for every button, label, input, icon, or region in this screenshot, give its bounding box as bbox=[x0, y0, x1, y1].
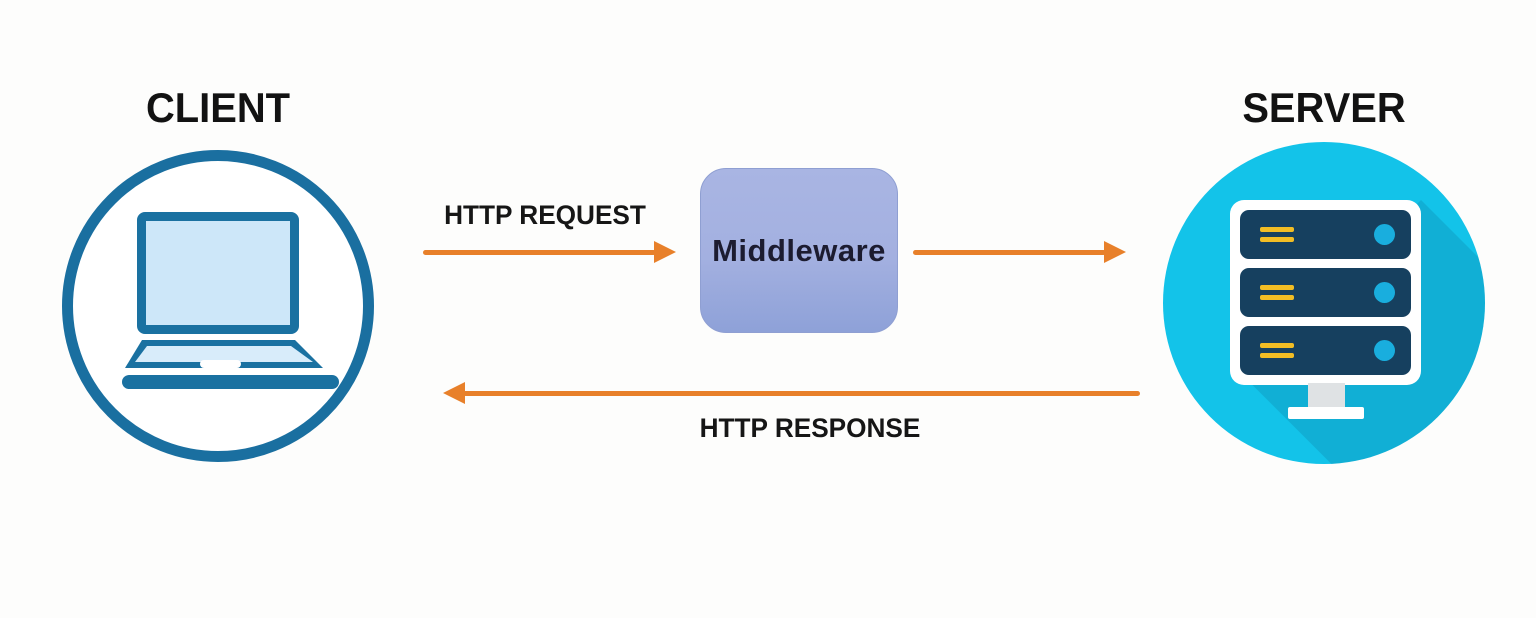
laptop-base bbox=[122, 375, 339, 389]
rack-led-icon bbox=[1260, 295, 1294, 300]
rack-dot-icon bbox=[1374, 282, 1395, 303]
http-response-arrowhead-icon bbox=[443, 382, 465, 404]
server-label: SERVER bbox=[1242, 84, 1406, 131]
server-node bbox=[1163, 142, 1485, 464]
rack-led-icon bbox=[1260, 285, 1294, 290]
server-rack-unit bbox=[1240, 268, 1411, 317]
http-response-arrow bbox=[463, 391, 1140, 396]
rack-dot-icon bbox=[1374, 340, 1395, 361]
server-rack-frame bbox=[1230, 200, 1421, 385]
middleware-label: Middleware bbox=[712, 232, 886, 268]
middleware-to-server-arrow bbox=[913, 250, 1106, 255]
middleware-to-server-arrowhead-icon bbox=[1104, 241, 1126, 263]
server-stand-base bbox=[1288, 407, 1364, 419]
server-stand-neck bbox=[1308, 383, 1345, 409]
rack-dot-icon bbox=[1374, 224, 1395, 245]
http-request-arrow bbox=[423, 250, 656, 255]
middleware-node: Middleware bbox=[700, 168, 898, 333]
rack-led-icon bbox=[1260, 353, 1294, 358]
http-response-label: HTTP RESPONSE bbox=[699, 413, 921, 443]
rack-led-icon bbox=[1260, 227, 1294, 232]
server-rack-unit bbox=[1240, 210, 1411, 259]
laptop-deck-fill bbox=[135, 346, 313, 362]
client-node bbox=[62, 150, 374, 462]
laptop-screen bbox=[137, 212, 299, 334]
laptop-touchpad-notch bbox=[200, 360, 241, 368]
client-label: CLIENT bbox=[145, 84, 291, 131]
rack-led-icon bbox=[1260, 343, 1294, 348]
server-rack-unit bbox=[1240, 326, 1411, 375]
http-request-arrowhead-icon bbox=[654, 241, 676, 263]
http-request-label: HTTP REQUEST bbox=[444, 200, 646, 230]
rack-led-icon bbox=[1260, 237, 1294, 242]
